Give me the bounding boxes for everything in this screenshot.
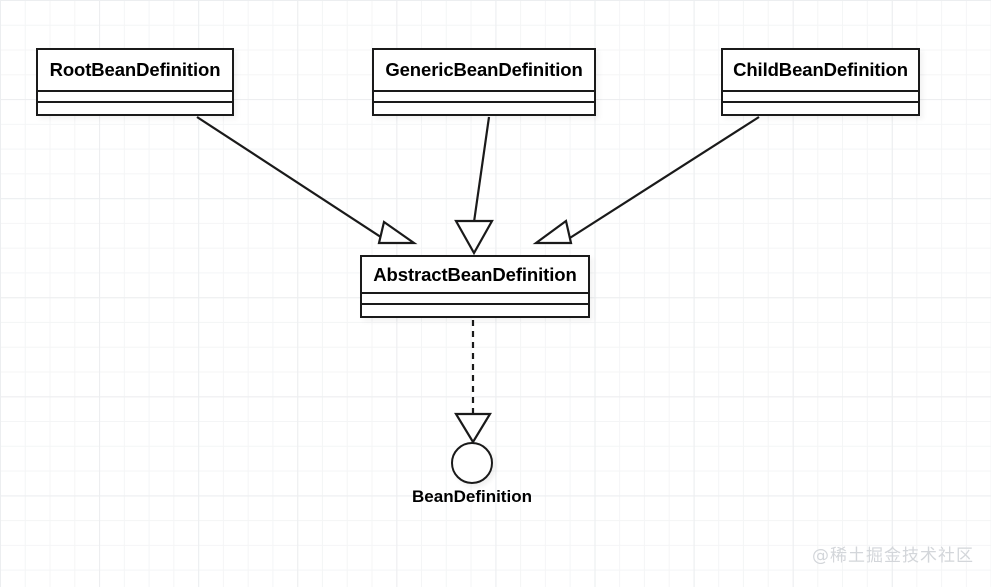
class-operations-compartment: [723, 103, 918, 114]
class-attributes-compartment: [723, 92, 918, 103]
class-operations-compartment: [362, 305, 588, 316]
edge-child-to-abstract: [532, 116, 760, 245]
watermark-text: @稀土掘金技术社区: [812, 546, 974, 566]
class-title-row: AbstractBeanDefinition: [362, 257, 588, 294]
class-attributes-compartment: [362, 294, 588, 305]
hollow-triangle-arrowhead-middle: [454, 219, 494, 256]
edge-generic-to-abstract: [454, 116, 494, 256]
hollow-triangle-arrowhead-left: [377, 220, 418, 245]
class-title-row: GenericBeanDefinition: [374, 50, 594, 92]
interface-lollipop-circle[interactable]: [451, 442, 493, 484]
class-attributes-compartment: [374, 92, 594, 103]
class-title-row: RootBeanDefinition: [38, 50, 232, 92]
class-name-label: ChildBeanDefinition: [733, 59, 908, 80]
class-operations-compartment: [374, 103, 594, 114]
hollow-triangle-arrowhead-interface: [454, 412, 492, 445]
class-box-root-bean-definition[interactable]: RootBeanDefinition: [36, 48, 234, 116]
edge-abstract-to-interface: [454, 320, 492, 445]
class-box-child-bean-definition[interactable]: ChildBeanDefinition: [721, 48, 920, 116]
class-name-label: GenericBeanDefinition: [385, 59, 583, 80]
class-attributes-compartment: [38, 92, 232, 103]
class-title-row: ChildBeanDefinition: [723, 50, 918, 92]
class-name-label: AbstractBeanDefinition: [373, 263, 577, 285]
interface-name-label: BeanDefinition: [412, 487, 532, 506]
edge-root-to-abstract: [196, 116, 418, 245]
class-operations-compartment: [38, 103, 232, 114]
class-name-label: RootBeanDefinition: [49, 59, 221, 80]
class-box-generic-bean-definition[interactable]: GenericBeanDefinition: [372, 48, 596, 116]
hollow-triangle-arrowhead-right: [532, 219, 573, 245]
class-box-abstract-bean-definition[interactable]: AbstractBeanDefinition: [360, 255, 590, 318]
